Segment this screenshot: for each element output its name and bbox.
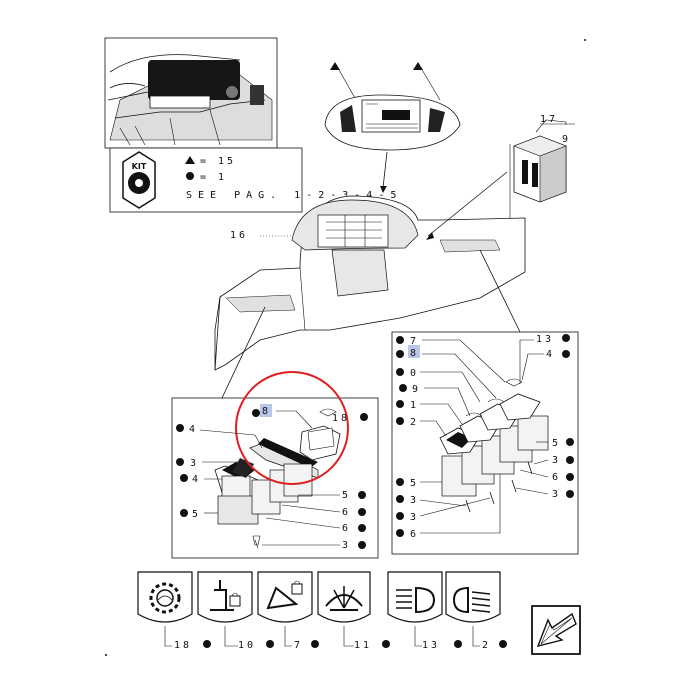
low-beam-function-ref: 2 [482, 640, 491, 651]
dot-quantity: = 1 [200, 172, 227, 183]
left-ref-8: 8 [262, 406, 271, 417]
right-ref-6b: 6 [410, 529, 419, 540]
right-ref-5a: 5 [552, 438, 561, 449]
right-switch-panel: 7 8 0 9 1 2 13 4 5 3 6 3 [391, 331, 579, 555]
left-ref-4a: 4 [189, 424, 198, 435]
instrument-cluster-detail [324, 62, 461, 193]
wiper-function-ref: 11 [354, 640, 372, 651]
left-ref-6b: 6 [342, 523, 351, 534]
bucket-lock-function-ref: 7 [294, 640, 303, 651]
left-ref-3a: 3 [190, 458, 199, 469]
left-ref-5b: 5 [342, 490, 351, 501]
left-switch-panel: 8 18 4 3 4 5 5 6 6 3 [171, 371, 379, 559]
right-ref-13: 13 [536, 334, 554, 345]
function-icon-row: 18 10 7 11 13 2 [137, 571, 507, 651]
high-beam-function-ref: 13 [422, 640, 440, 651]
right-switch-bank [439, 378, 549, 513]
ref-9: 9 [562, 134, 571, 145]
see-page-note: SEE PAG. 1-2-3-4-5 [186, 190, 402, 201]
right-ref-4: 4 [546, 349, 555, 360]
lift-lock-function-ref: 10 [238, 640, 256, 651]
kit-badge-label: KIT [132, 162, 147, 171]
kit-icon: KIT [122, 151, 156, 209]
right-ref-5b: 5 [410, 478, 419, 489]
left-ref-3b: 3 [342, 540, 351, 551]
ref-16: 16 [230, 230, 248, 241]
right-ref-9: 9 [412, 384, 421, 395]
kit-legend-box: KIT = 15 = 1 SEE PAG. 1-2-3-4-5 [109, 147, 402, 213]
wiper-function-icon[interactable] [317, 571, 371, 623]
right-ref-3c: 3 [410, 495, 419, 506]
triangle-quantity: = 15 [200, 156, 236, 167]
right-ref-6a: 6 [552, 472, 561, 483]
right-ref-3d: 3 [410, 512, 419, 523]
dashboard-photo-inset [104, 37, 278, 149]
left-switch-bank [214, 408, 341, 549]
right-ref-0: 0 [410, 368, 419, 379]
dot-marker-icon [186, 172, 194, 180]
right-ref-8: 8 [410, 348, 419, 359]
left-ref-4b: 4 [192, 474, 201, 485]
left-ref-6a: 6 [342, 507, 351, 518]
console-overview: 16 [214, 171, 526, 399]
right-ref-3a: 3 [552, 455, 561, 466]
left-ref-5a: 5 [192, 509, 201, 520]
callout-circle [235, 371, 349, 485]
ref-17: 17 [540, 114, 558, 125]
right-ref-3b: 3 [552, 489, 561, 500]
gear-function-icon[interactable] [137, 571, 193, 623]
low-beam-function-icon[interactable] [445, 571, 501, 623]
bucket-lock-function-icon[interactable] [257, 571, 313, 623]
right-ref-1: 1 [410, 400, 419, 411]
right-ref-2: 2 [410, 417, 419, 428]
right-ref-7: 7 [410, 336, 419, 347]
next-page-arrow-icon[interactable] [531, 605, 581, 655]
lift-lock-function-icon[interactable] [197, 571, 253, 623]
high-beam-function-icon[interactable] [387, 571, 443, 623]
left-ref-18: 18 [332, 413, 350, 424]
triangle-marker-icon [185, 156, 195, 164]
gear-function-ref: 18 [174, 640, 192, 651]
